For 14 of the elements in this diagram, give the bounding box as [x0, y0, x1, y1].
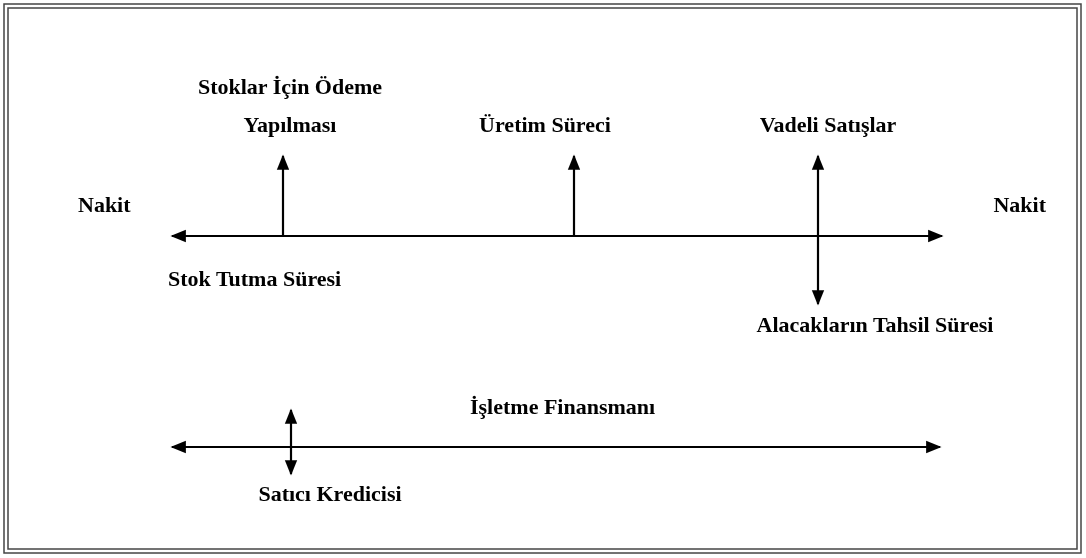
node-text: Vadeli Satışlar — [710, 94, 946, 156]
arrow — [567, 154, 581, 236]
arrow — [170, 229, 944, 243]
node-text: Üretim Süreci — [430, 94, 660, 156]
period-label: İşletme Finansmanı — [470, 394, 656, 420]
node-text: Alacakların Tahsil Süresi — [700, 304, 1050, 346]
node-text: Satıcı Kredicisi — [220, 474, 440, 514]
period-label: Stok Tutma Süresi — [168, 266, 342, 292]
arrow — [811, 154, 825, 306]
node-text: Stoklar İçin Ödeme Yapılması — [150, 56, 430, 156]
arrow — [276, 154, 290, 236]
node-text: Nakit — [78, 160, 172, 250]
node-text: Nakit — [942, 160, 1046, 250]
arrow — [284, 408, 298, 476]
